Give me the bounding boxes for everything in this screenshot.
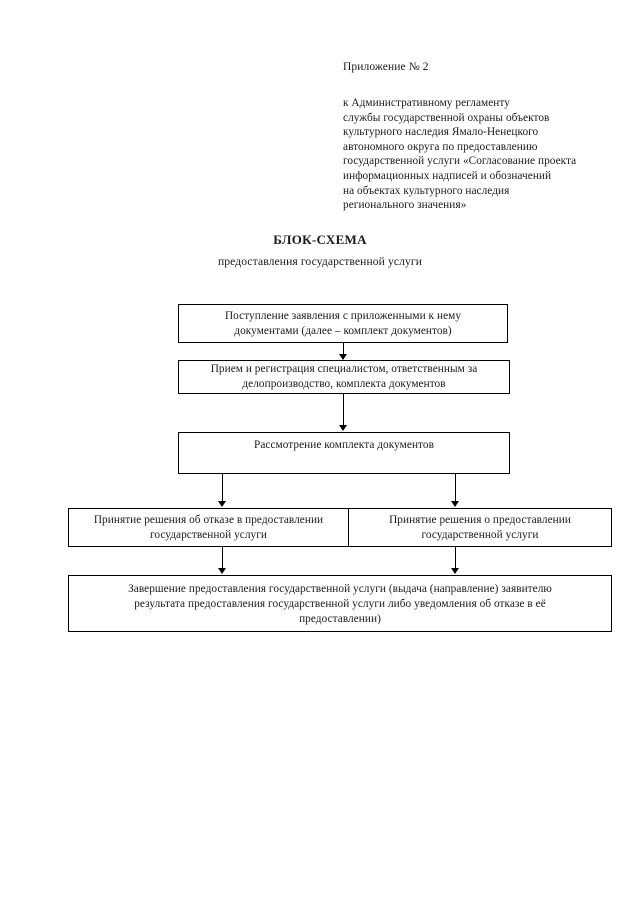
flow-node-complete-line-3: предоставлении) xyxy=(299,613,381,625)
connector-intake-register xyxy=(343,343,344,355)
arrow-head-icon xyxy=(339,425,347,431)
flow-node-intake-line-2: документами (далее – комплект документов… xyxy=(234,324,452,337)
reference-line-8: регионального значения» xyxy=(343,199,467,212)
regulation-reference: к Административному регламенту службы го… xyxy=(343,96,613,213)
flow-node-refuse-line-2: государственной услуги xyxy=(149,528,268,541)
flow-node-grant-line-2: государственной услуги xyxy=(421,528,539,541)
flow-node-intake: Поступление заявления с приложенными к н… xyxy=(178,304,508,343)
appendix-header: Приложение № 2 к Административному регла… xyxy=(343,60,613,213)
connector-register-review xyxy=(343,394,344,426)
reference-line-2: службы государственной охраны объектов xyxy=(343,111,550,124)
arrow-head-icon xyxy=(218,568,226,574)
flow-node-register: Прием и регистрация специалистом, ответс… xyxy=(178,360,510,394)
flow-node-intake-line-1: Поступление заявления с приложенными к н… xyxy=(224,309,462,322)
reference-line-4: автономного округа по предоставлению xyxy=(343,140,538,153)
connector-review-grant xyxy=(455,474,456,502)
connector-review-refuse xyxy=(222,474,223,502)
flow-node-grant-line-1: Принятие решения о предоставлении xyxy=(389,513,571,526)
arrow-head-icon xyxy=(451,568,459,574)
arrow-head-icon xyxy=(451,501,459,507)
flow-node-complete: Завершение предоставления государственно… xyxy=(68,575,612,632)
flow-node-complete-line-1: Завершение предоставления государственно… xyxy=(128,583,552,595)
appendix-number: Приложение № 2 xyxy=(343,61,429,73)
arrow-head-icon xyxy=(218,501,226,507)
arrow-head-icon xyxy=(339,354,347,360)
page-title: БЛОК-СХЕМА xyxy=(273,232,367,247)
reference-line-5: государственной услуги «Согласование про… xyxy=(343,155,577,168)
flow-node-complete-line-2: результата предоставления государственно… xyxy=(134,598,546,610)
flow-node-grant: Принятие решения о предоставлении госуда… xyxy=(348,508,612,547)
reference-line-3: культурного наследия Ямало-Ненецкого xyxy=(343,126,539,139)
reference-line-7: на объектах культурного наследия xyxy=(343,184,510,197)
connector-refuse-complete xyxy=(222,547,223,569)
reference-line-1: к Административному регламенту xyxy=(343,97,510,109)
connector-grant-complete xyxy=(455,547,456,569)
flow-node-review-line-1: Рассмотрение комплекта документов xyxy=(254,439,434,451)
flow-node-review: Рассмотрение комплекта документов xyxy=(178,432,510,474)
flow-node-refuse: Принятие решения об отказе в предоставле… xyxy=(68,508,349,547)
flow-node-refuse-line-1: Принятие решения об отказе в предоставле… xyxy=(93,513,324,526)
flow-node-register-line-1: Прием и регистрация специалистом, ответс… xyxy=(210,363,478,375)
flow-node-register-line-2: делопроизводство, комплекта документов xyxy=(242,378,446,390)
page-subtitle: предоставления государственной услуги xyxy=(217,255,423,268)
reference-line-6: информационных надписей и обозначений xyxy=(343,169,552,182)
